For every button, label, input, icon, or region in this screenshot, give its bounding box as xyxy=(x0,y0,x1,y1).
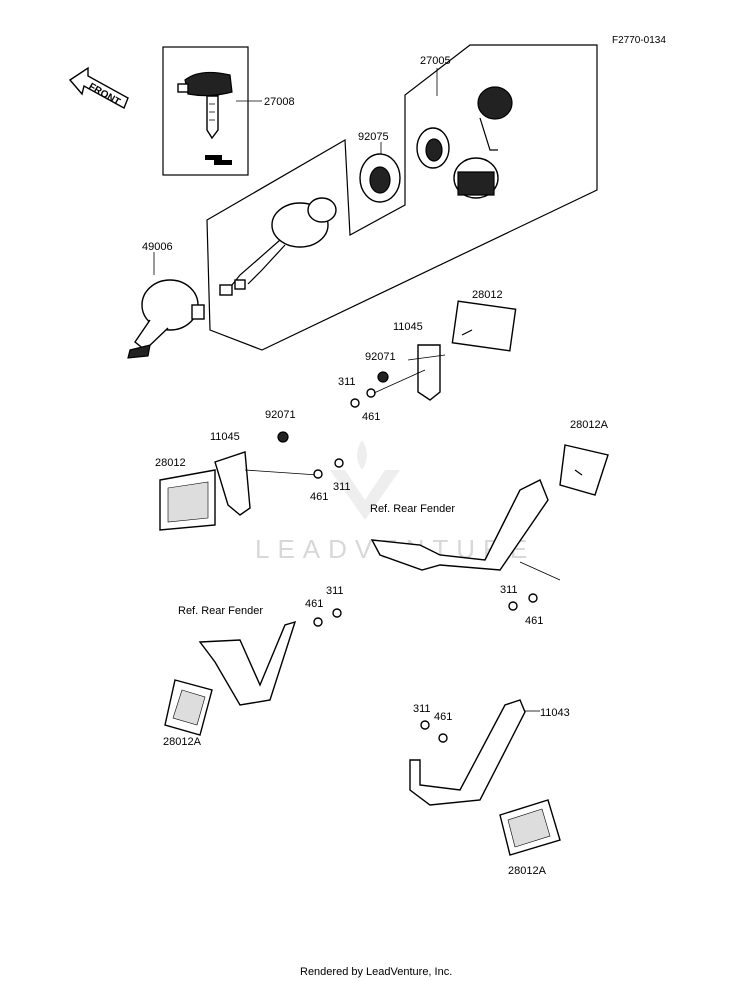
label-28012A-lower-left: 28012A xyxy=(163,736,202,748)
label-ref-fender-right: Ref. Rear Fender xyxy=(370,503,455,515)
label-461-right: 461 xyxy=(525,615,543,627)
figure-code: F2770-0134 xyxy=(612,35,666,46)
front-arrow-icon: FRONT xyxy=(68,66,129,109)
reflector-left xyxy=(159,431,344,531)
label-27005: 27005 xyxy=(420,55,451,67)
bracket-11043 xyxy=(409,699,561,856)
footer-credit: Rendered by LeadVenture, Inc. xyxy=(300,966,452,978)
label-11045-upper: 11045 xyxy=(393,321,423,333)
label-311-bottom: 311 xyxy=(413,703,431,715)
label-92075: 92075 xyxy=(358,131,389,143)
key-box xyxy=(162,46,262,176)
reflector-upper-right xyxy=(350,300,517,408)
ignition-switch-group xyxy=(206,44,598,351)
label-28012-upper: 28012 xyxy=(472,289,503,301)
label-28012A-bottom: 28012A xyxy=(508,865,547,877)
bracket-right-fender xyxy=(370,444,609,611)
label-11043: 11043 xyxy=(540,707,570,719)
label-ref-fender-lower: Ref. Rear Fender xyxy=(178,605,263,617)
label-49006: 49006 xyxy=(142,241,173,253)
label-28012-left: 28012 xyxy=(155,457,186,469)
label-311-upper: 311 xyxy=(338,376,356,388)
label-461-bottom: 461 xyxy=(434,711,452,723)
label-27008: 27008 xyxy=(264,96,295,108)
horn-49006 xyxy=(127,252,205,359)
bracket-left-fender xyxy=(164,608,342,736)
label-11045-left: 11045 xyxy=(210,431,240,443)
watermark-logo xyxy=(330,440,400,520)
label-92071-left: 92071 xyxy=(265,409,296,421)
label-311-left: 311 xyxy=(333,481,351,493)
label-311-right: 311 xyxy=(500,584,518,596)
label-461-left: 461 xyxy=(310,491,328,503)
label-461-upper: 461 xyxy=(362,411,380,423)
label-311-lower-left: 311 xyxy=(326,585,344,597)
label-92071-upper: 92071 xyxy=(365,351,396,363)
label-461-lower-left: 461 xyxy=(305,598,323,610)
label-28012A-right: 28012A xyxy=(570,419,609,431)
